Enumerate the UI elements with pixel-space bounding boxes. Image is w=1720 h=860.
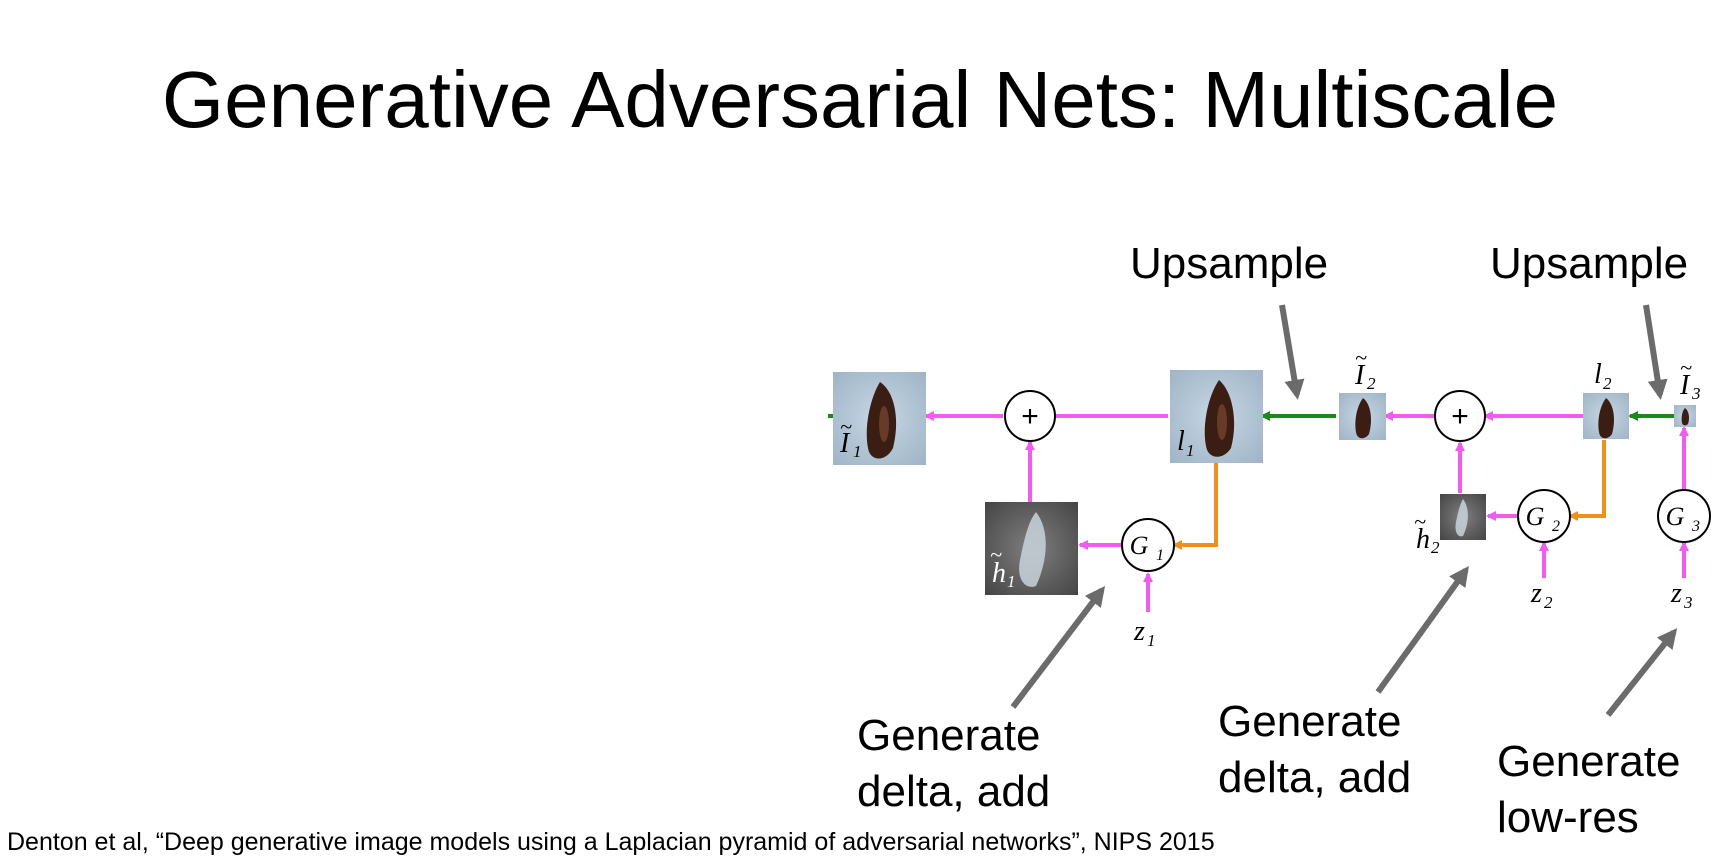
label-h2-base: h [1416, 524, 1430, 555]
label-I1-tilde: I ~ 1 [839, 414, 862, 461]
callout-1-line-2: delta, add [857, 766, 1051, 816]
image-l1 [1170, 370, 1263, 463]
label-I2-tilde: I ~ 2 [1354, 345, 1376, 393]
label-I3-tilde-mark: ~ [1680, 355, 1692, 380]
generator-3-sub: 3 [1691, 518, 1700, 535]
label-z1: z 1 [1133, 616, 1156, 650]
image-I2-tilde [1339, 393, 1386, 440]
label-z1-sub: 1 [1147, 631, 1156, 650]
callout-upsample-left-text: Upsample [1130, 239, 1329, 288]
callout-upsample-right: Upsample [1490, 236, 1688, 292]
label-l2-sub: 2 [1603, 374, 1612, 393]
label-I1-sub: 1 [853, 442, 862, 461]
image-l2 [1583, 393, 1629, 439]
image-I3-tilde [1674, 405, 1696, 427]
label-z3-base: z [1670, 578, 1682, 609]
callout-arrow-generate-2 [1375, 565, 1469, 694]
label-h1-sub: 1 [1007, 572, 1016, 591]
label-h2-sub: 2 [1431, 538, 1440, 557]
label-z3-sub: 3 [1683, 593, 1693, 612]
label-I3-base: I [1679, 370, 1691, 401]
arrow-l2-to-G2 [1568, 440, 1606, 521]
label-I2-sub: 2 [1367, 374, 1376, 393]
arrow-l1-to-G1 [1172, 462, 1218, 550]
label-z1-base: z [1133, 616, 1145, 647]
label-l2: l 2 [1594, 359, 1612, 393]
generator-1-sub: 1 [1156, 547, 1164, 564]
label-I2-tilde-mark: ~ [1355, 345, 1367, 370]
callout-arrow-upsample-right [1643, 304, 1668, 400]
adder-2-symbol: + [1451, 400, 1469, 433]
label-h2-tilde: h ~ 2 [1414, 509, 1440, 557]
generator-1-label: G [1130, 531, 1149, 560]
generator-3-label: G [1666, 502, 1685, 531]
label-h1-tilde: h ~ 1 [990, 542, 1016, 591]
callout-arrow-upsample-left [1279, 304, 1305, 400]
label-I3-sub: 3 [1691, 384, 1701, 403]
callout-2-line-1: Generate [1218, 697, 1402, 746]
callout-2-line-2: delta, add [1218, 752, 1412, 802]
callout-generate-delta-add-1: Generate delta, add [857, 708, 1050, 820]
citation: Denton et al, “Deep generative image mod… [7, 828, 1215, 856]
label-z3: z 3 [1670, 578, 1693, 612]
label-z2-sub: 2 [1544, 593, 1553, 612]
image-I1-tilde [833, 372, 926, 465]
label-l1-base: l [1177, 426, 1185, 457]
label-I2-base: I [1354, 360, 1366, 391]
callout-arrow-generate-low-res [1605, 628, 1678, 717]
generator-node-3: G 3 [1657, 489, 1711, 543]
label-I3-tilde: I ~ 3 [1679, 355, 1701, 403]
generator-node-2: G 2 [1517, 489, 1571, 543]
generator-2-label: G [1526, 502, 1545, 531]
label-l1-sub: 1 [1186, 441, 1195, 460]
label-l2-base: l [1594, 359, 1602, 390]
label-h1-tilde-mark: ~ [990, 542, 1002, 567]
callout-generate-delta-add-2: Generate delta, add [1218, 694, 1411, 806]
label-l1: l 1 [1177, 426, 1195, 460]
callout-upsample-left: Upsample [1130, 236, 1328, 292]
image-h2-tilde [1440, 494, 1486, 540]
adder-node-2: + [1434, 390, 1486, 442]
callout-generate-low-res: Generate low-res [1497, 734, 1680, 846]
callout-3-line-2: low-res [1497, 792, 1639, 842]
callout-upsample-right-text: Upsample [1490, 239, 1689, 288]
callout-1-line-1: Generate [857, 711, 1041, 760]
image-h1-tilde [985, 502, 1078, 595]
label-z2-base: z [1530, 578, 1542, 609]
generator-2-sub: 2 [1552, 518, 1560, 535]
label-z2: z 2 [1530, 578, 1553, 612]
label-I1-base: I [839, 428, 851, 459]
adder-1-symbol: + [1021, 400, 1039, 433]
callout-arrow-generate-1 [1010, 586, 1106, 709]
slide-title: Generative Adversarial Nets: Multiscale [161, 55, 1559, 144]
label-h1-base: h [992, 558, 1006, 589]
adder-node-1: + [1004, 390, 1056, 442]
generator-node-1: G 1 [1121, 518, 1175, 572]
label-I1-tilde-mark: ~ [840, 414, 852, 439]
label-h2-tilde-mark: ~ [1414, 509, 1426, 534]
callout-3-line-1: Generate [1497, 737, 1681, 786]
